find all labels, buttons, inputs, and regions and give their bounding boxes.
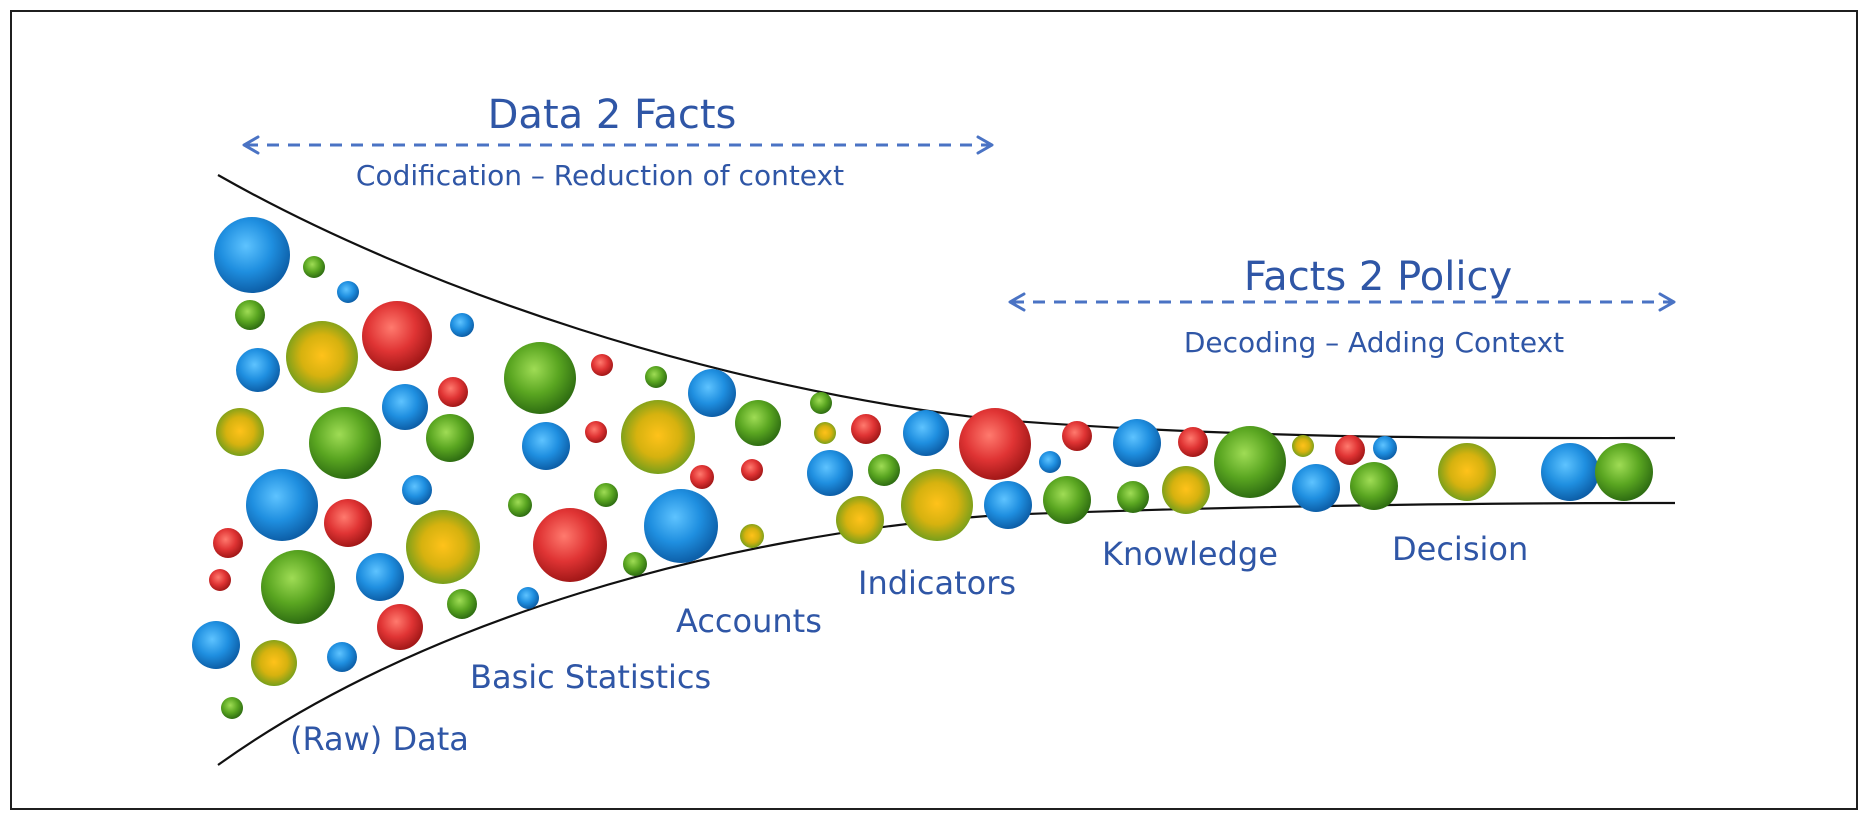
bubble (1039, 451, 1061, 473)
bubble (382, 384, 428, 430)
bubble (214, 217, 290, 293)
bubble (309, 407, 381, 479)
diagram-frame (10, 10, 1858, 810)
bubble (1214, 426, 1286, 498)
bubble (1117, 481, 1149, 513)
facts-2-policy-arrow (1008, 292, 1676, 312)
bubble (594, 483, 618, 507)
bubble (591, 354, 613, 376)
bubble (246, 469, 318, 541)
bubble (236, 348, 280, 392)
bubble (868, 454, 900, 486)
bubble (903, 410, 949, 456)
stage-label-decision: Decision (1392, 530, 1528, 568)
bubble (327, 642, 357, 672)
bubble (740, 524, 764, 548)
bubble (1541, 443, 1599, 501)
bubble (426, 414, 474, 462)
bubble (623, 552, 647, 576)
bubble (450, 313, 474, 337)
bubble (1373, 436, 1397, 460)
bubble (447, 589, 477, 619)
bubble (1113, 419, 1161, 467)
bubble (337, 281, 359, 303)
bubble (1595, 443, 1653, 501)
bubble (213, 528, 243, 558)
bubble (377, 604, 423, 650)
data-2-facts-title: Data 2 Facts (488, 92, 737, 138)
bubble (1335, 435, 1365, 465)
stage-label-knowledge: Knowledge (1102, 535, 1278, 573)
bubble (251, 640, 297, 686)
data-2-facts-arrow (242, 135, 994, 155)
bubble (735, 400, 781, 446)
bubble (741, 459, 763, 481)
bubble (192, 621, 240, 669)
bubble (1178, 427, 1208, 457)
bubble (851, 414, 881, 444)
bubble (1062, 421, 1092, 451)
bubble (517, 587, 539, 609)
bubble (836, 496, 884, 544)
bubble (959, 408, 1031, 480)
bubble (356, 553, 404, 601)
bubble (585, 421, 607, 443)
bubble (621, 400, 695, 474)
bubble (504, 342, 576, 414)
bubble (810, 392, 832, 414)
bubble (324, 499, 372, 547)
bubble (1292, 464, 1340, 512)
bubble (438, 377, 468, 407)
bubble (209, 569, 231, 591)
funnel-bottom-curve (217, 501, 1676, 766)
bubble (690, 465, 714, 489)
decoding-subtitle: Decoding – Adding Context (1184, 326, 1564, 359)
bubble (286, 321, 358, 393)
bubble (1292, 435, 1314, 457)
bubble (645, 366, 667, 388)
bubble (807, 450, 853, 496)
bubble (814, 422, 836, 444)
bubble (984, 481, 1032, 529)
bubble (406, 510, 480, 584)
stage-label-raw-data: (Raw) Data (290, 720, 469, 758)
stage-label-accounts: Accounts (676, 602, 822, 640)
stage-label-basic-statistics: Basic Statistics (470, 658, 711, 696)
bubble (522, 422, 570, 470)
bubble (644, 489, 718, 563)
bubble (1043, 476, 1091, 524)
data-bubbles (192, 217, 1653, 719)
bubble (1438, 443, 1496, 501)
facts-2-policy-title: Facts 2 Policy (1244, 254, 1512, 300)
stage-label-indicators: Indicators (858, 564, 1016, 602)
bubble (235, 300, 265, 330)
bubble (261, 550, 335, 624)
bubble (216, 408, 264, 456)
bubble (901, 469, 973, 541)
bubble (508, 493, 532, 517)
bubble (303, 256, 325, 278)
codification-subtitle: Codification – Reduction of context (356, 159, 844, 192)
bubble (533, 508, 607, 582)
funnel-top-curve (217, 174, 1676, 440)
bubble (221, 697, 243, 719)
bubble (688, 369, 736, 417)
bubble (1162, 466, 1210, 514)
bubble (362, 301, 432, 371)
bubble (1350, 462, 1398, 510)
bubble (402, 475, 432, 505)
